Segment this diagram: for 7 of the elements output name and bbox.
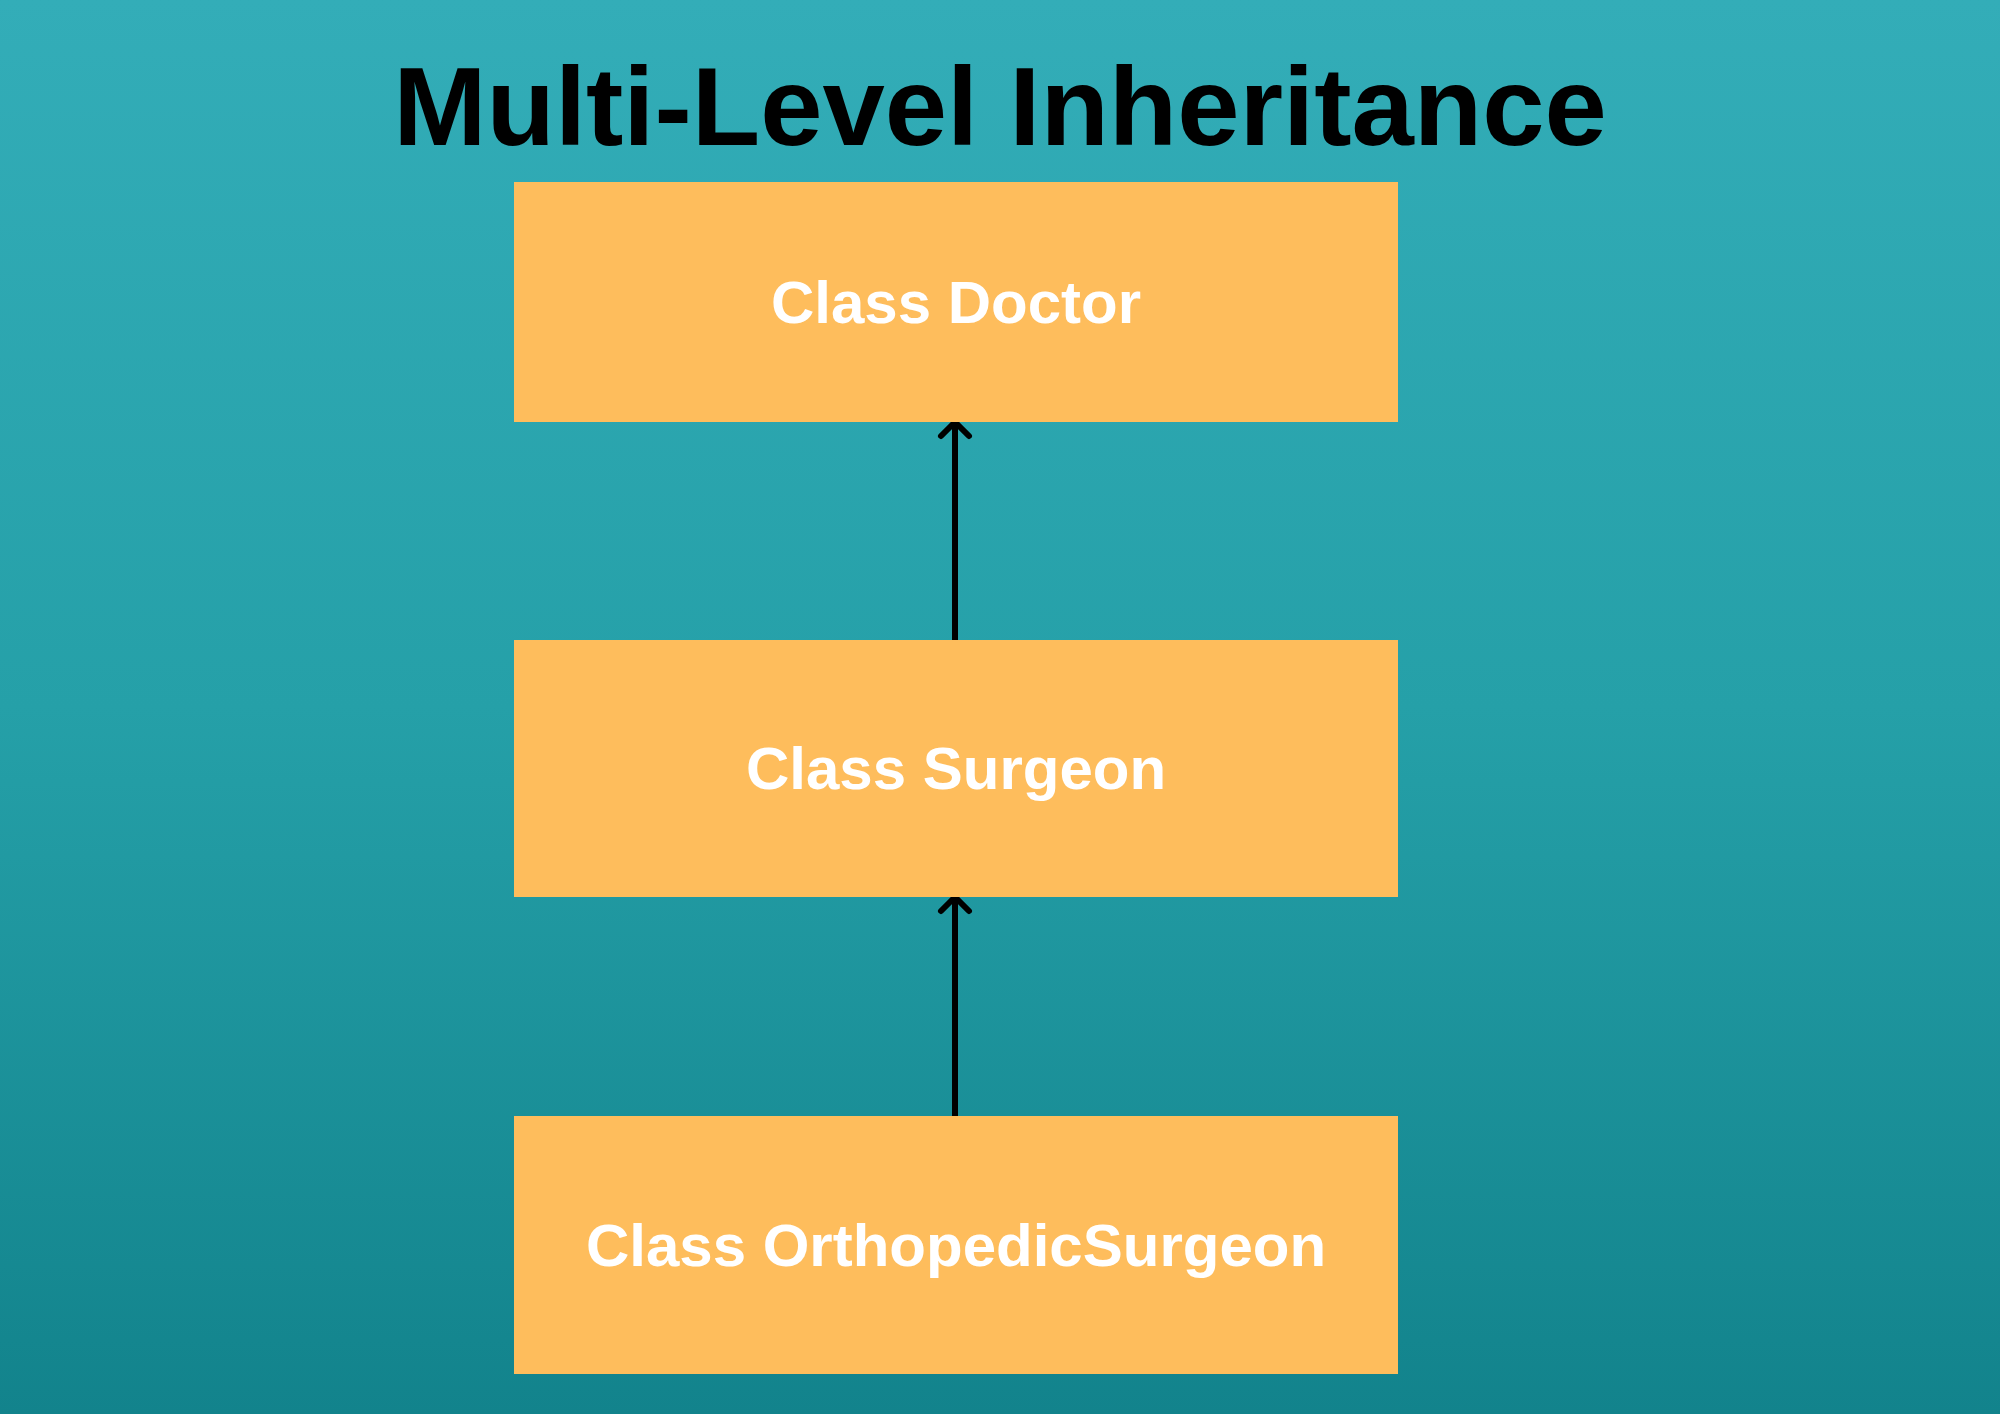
class-name: Class Surgeon bbox=[745, 734, 1167, 803]
class-box bbox=[514, 182, 1398, 422]
class-name: Class Doctor bbox=[770, 267, 1142, 337]
class-box bbox=[514, 640, 1398, 897]
class-box bbox=[514, 1116, 1398, 1374]
class-name: Class OrthopedicSurgeon bbox=[585, 1210, 1327, 1280]
title: Multi-Level Inheritance bbox=[392, 43, 1608, 171]
